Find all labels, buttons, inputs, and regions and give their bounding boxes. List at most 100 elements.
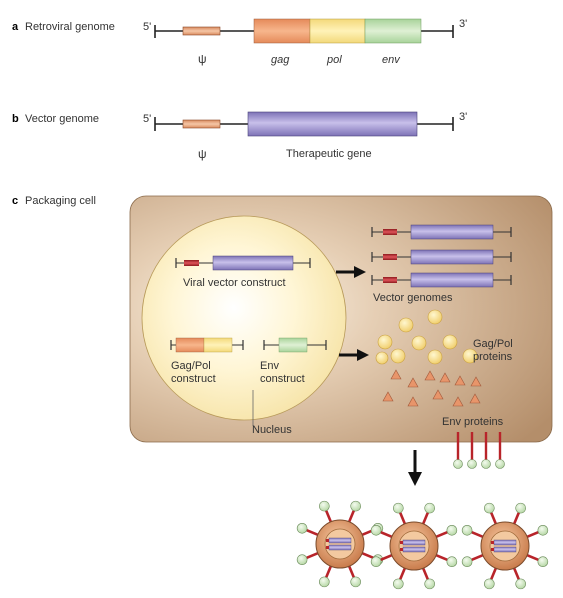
particle-env-spike (489, 565, 498, 582)
pol-segment (309, 18, 366, 44)
particle-env-spike (347, 508, 356, 525)
env-segment (364, 18, 422, 44)
particle-genome (493, 539, 517, 546)
particle-env-tip (370, 556, 382, 567)
panel-c-title: Packaging cell (25, 195, 96, 207)
particle-env-tip (319, 576, 330, 588)
particle-capsid (398, 530, 430, 562)
particle-ltr (491, 548, 494, 551)
nucleus (141, 215, 347, 421)
particle-env-spike (433, 530, 450, 539)
particle-genome (493, 546, 517, 553)
therapeutic-gene-segment (247, 111, 418, 137)
gag-pol-proteins (375, 309, 478, 365)
panel-c: c Packaging cell Viral vector construct … (12, 195, 553, 469)
env-construct-label-1: Env (260, 360, 279, 372)
particle-env-tip (424, 578, 435, 590)
gag-pol-construct-label-1: Gag/Pol (171, 360, 211, 372)
particle-env-spike (489, 510, 498, 527)
therapeutic-gene-label: Therapeutic gene (286, 148, 372, 160)
arrow-to-particles (408, 450, 422, 486)
panel-b: b Vector genome 5' 3' ψ Therapeutic gene (12, 111, 467, 161)
particle-ltr (400, 548, 403, 551)
particle-env-tip (461, 525, 473, 536)
vector-genomes (371, 224, 512, 288)
panel-b-psi-element (182, 119, 221, 129)
panel-a-title: Retroviral genome (25, 21, 115, 33)
particle-genome (402, 539, 426, 546)
particle-env-tip (370, 525, 382, 536)
particle-env-tip (296, 523, 308, 534)
env-construct-label-2: construct (260, 373, 305, 385)
pol-label: pol (326, 54, 342, 66)
particle-env-tip (537, 525, 549, 536)
panel-b-5prime: 5' (143, 113, 151, 125)
vector-particle (461, 502, 549, 590)
vector-particles (296, 500, 549, 590)
particle-env-spike (512, 510, 521, 527)
vector-genome-1 (371, 224, 512, 240)
panel-b-3prime: 3' (459, 111, 467, 123)
particle-env-spike (421, 510, 430, 527)
particle-env-spike (524, 530, 541, 539)
env-label: env (382, 54, 401, 66)
gag-pol-construct-label-2: construct (171, 373, 216, 385)
particle-ltr (326, 539, 329, 542)
particle-env-spike (469, 553, 486, 562)
membrane-env-proteins (453, 432, 505, 469)
panel-a-3prime: 3' (459, 18, 467, 30)
particle-env-spike (378, 553, 395, 562)
arrow-to-vector-genomes (336, 266, 366, 278)
panel-b-letter: b (12, 113, 19, 125)
particle-env-tip (350, 576, 361, 588)
gag-pol-proteins-label-2: proteins (473, 351, 513, 363)
vector-genome-2 (371, 249, 512, 265)
arrow-to-proteins (339, 349, 369, 361)
particle-env-tip (537, 556, 549, 567)
particle-env-spike (421, 565, 430, 582)
viral-vector-construct (175, 255, 311, 271)
particle-env-spike (347, 563, 356, 580)
panel-a-5prime: 5' (143, 21, 151, 33)
vector-genome-3 (371, 272, 512, 288)
particle-env-tip (484, 578, 495, 590)
vector-particle (296, 500, 384, 588)
vector-genomes-label: Vector genomes (373, 292, 453, 304)
particle-env-tip (515, 578, 526, 590)
particle-env-spike (469, 530, 486, 539)
particle-env-spike (398, 510, 407, 527)
gag-pol-proteins-label-1: Gag/Pol (473, 338, 513, 350)
particle-env-tip (424, 502, 435, 514)
particle-env-tip (350, 500, 361, 512)
particle-env-spike (398, 565, 407, 582)
particle-env-tip (393, 502, 404, 514)
gag-segment (253, 18, 311, 44)
particle-env-spike (524, 553, 541, 562)
particle-capsid (489, 530, 521, 562)
particle-genome (328, 544, 352, 551)
particle-capsid (324, 528, 356, 560)
env-proteins-label: Env proteins (442, 416, 504, 428)
gag-pol-construct (170, 337, 244, 353)
nucleus-label: Nucleus (252, 424, 292, 436)
particle-env-tip (446, 556, 458, 567)
panel-b-psi-label: ψ (198, 147, 207, 161)
panel-a-psi-label: ψ (198, 52, 207, 66)
env-construct (263, 337, 327, 353)
viral-vector-construct-label: Viral vector construct (183, 277, 286, 289)
particle-env-tip (461, 556, 473, 567)
panel-a: a Retroviral genome 5' 3' ψ gag pol env (12, 18, 467, 66)
particle-env-tip (393, 578, 404, 590)
particle-ltr (400, 541, 403, 544)
particle-genome (402, 546, 426, 553)
particle-env-tip (446, 525, 458, 536)
panel-c-letter: c (12, 195, 18, 207)
gag-label: gag (271, 54, 290, 66)
particle-ltr (326, 546, 329, 549)
particle-env-spike (512, 565, 521, 582)
panel-a-psi-element (182, 26, 221, 36)
particle-ltr (491, 541, 494, 544)
particle-env-tip (484, 502, 495, 514)
particle-env-tip (515, 502, 526, 514)
